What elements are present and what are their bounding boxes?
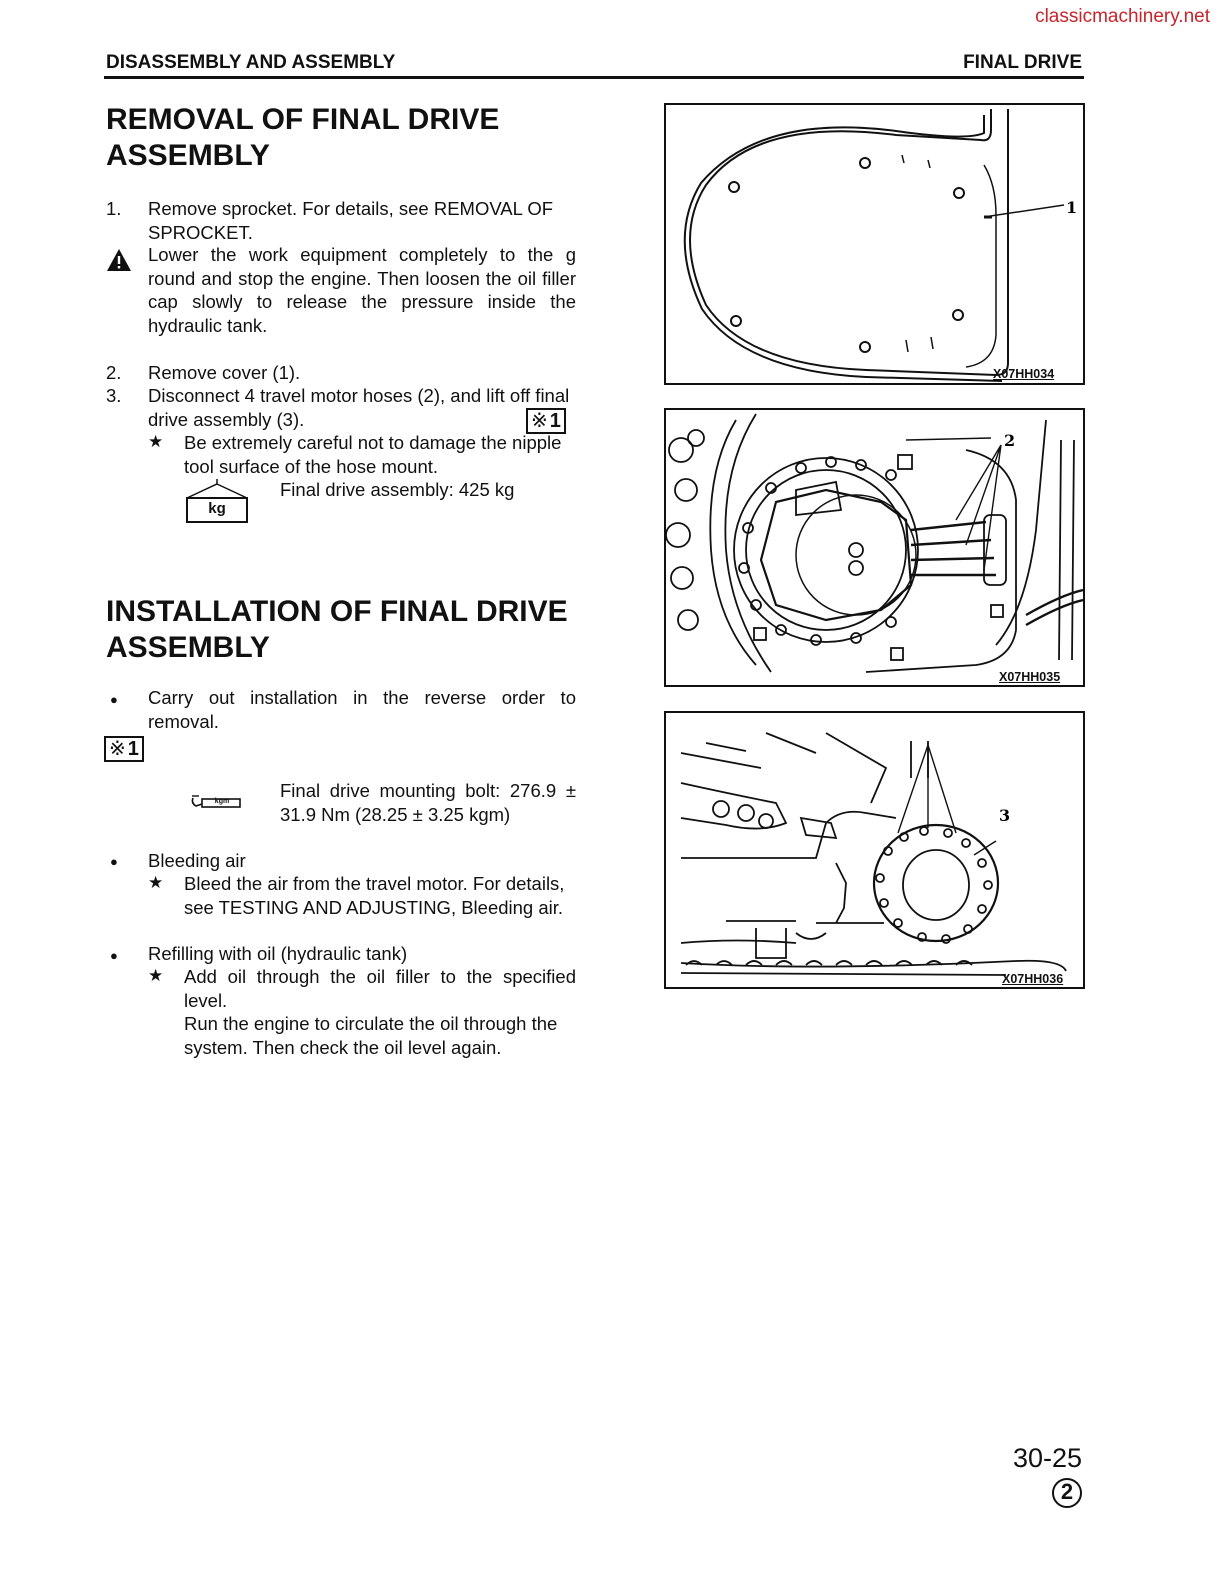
install-bullet-2: Bleeding air [148, 850, 246, 871]
step-1-text: Remove sprocket. For details, see REMOVA… [148, 198, 554, 243]
section-header: DISASSEMBLY AND ASSEMBLY [106, 52, 396, 73]
lift-drawing: 3 [680, 732, 1067, 976]
hose-drawing: 2 [666, 413, 1083, 673]
asterisk-icon: ※ [531, 410, 548, 432]
figure-lift-final-drive: 3 X07HH036 [664, 711, 1085, 989]
step-2-text: Remove cover (1). [148, 362, 301, 383]
star-icon: ★ [148, 873, 164, 892]
figure-hose-disconnect: 2 X07HH035 [664, 408, 1085, 687]
weight-icon-label: kg [208, 500, 226, 517]
step-3-line-1: Disconnect 4 travel motor hoses (2), and… [148, 385, 570, 406]
figure-code: X07HH036 [1002, 972, 1064, 986]
callout-label: 2 [1004, 431, 1015, 450]
star-icon: ★ [148, 432, 164, 451]
install-bullet-3-note: Add oil through the oil filler to the sp… [184, 966, 576, 1011]
chapter-header: FINAL DRIVE [963, 52, 1082, 73]
bullet-icon: ● [110, 692, 118, 707]
figure-code: X07HH035 [999, 670, 1061, 684]
torque-spec: Final drive mounting bolt: 276.9 ± 31.9 … [280, 780, 576, 825]
figure-cover-removal: 1 X07HH034 [664, 103, 1085, 385]
install-bullet-1: Carry out installation in the reverse or… [148, 687, 576, 732]
header-rule [104, 76, 1084, 79]
step-3-line-2: drive assembly (3). [148, 409, 305, 430]
step-number: 2. [106, 362, 122, 383]
reference-mark: ※1 [526, 408, 566, 434]
weight-icon: kg [185, 478, 249, 529]
torque-wrench-icon: kgm [190, 792, 242, 819]
figure-code: X07HH034 [993, 367, 1055, 381]
install-bullet-3-note-cont: Run the engine to circulate the oil thro… [184, 1013, 558, 1058]
star-icon: ★ [148, 966, 164, 985]
revision-mark: 2 [1052, 1478, 1082, 1508]
torque-icon-label: kgm [214, 798, 230, 805]
page-number: 30-25 [1012, 1443, 1082, 1473]
callout-label: 3 [999, 806, 1010, 825]
install-bullet-3: Refilling with oil (hydraulic tank) [148, 943, 408, 964]
step-number: 1. [106, 198, 122, 219]
watermark: classicmachinery.net [1035, 6, 1210, 27]
bullet-icon: ● [110, 948, 118, 963]
warning-text: Lower the work equipment completely to t… [148, 244, 576, 336]
install-bullet-2-note: Bleed the air from the travel motor. For… [184, 873, 565, 918]
callout-label: 1 [1066, 198, 1077, 217]
cover-drawing: 1 [683, 109, 1077, 382]
star-note: Be extremely careful not to damage the n… [184, 432, 562, 477]
installation-title: INSTALLATION OF FINAL DRIVE ASSEMBLY [106, 595, 568, 664]
weight-spec: Final drive assembly: 425 kg [280, 479, 515, 500]
removal-title: REMOVAL OF FINAL DRIVE ASSEMBLY [106, 103, 500, 172]
bullet-icon: ● [110, 854, 118, 869]
step-number: 3. [106, 385, 122, 406]
reference-mark: ※1 [104, 736, 144, 762]
warning-icon [106, 248, 132, 277]
asterisk-icon: ※ [109, 738, 126, 760]
